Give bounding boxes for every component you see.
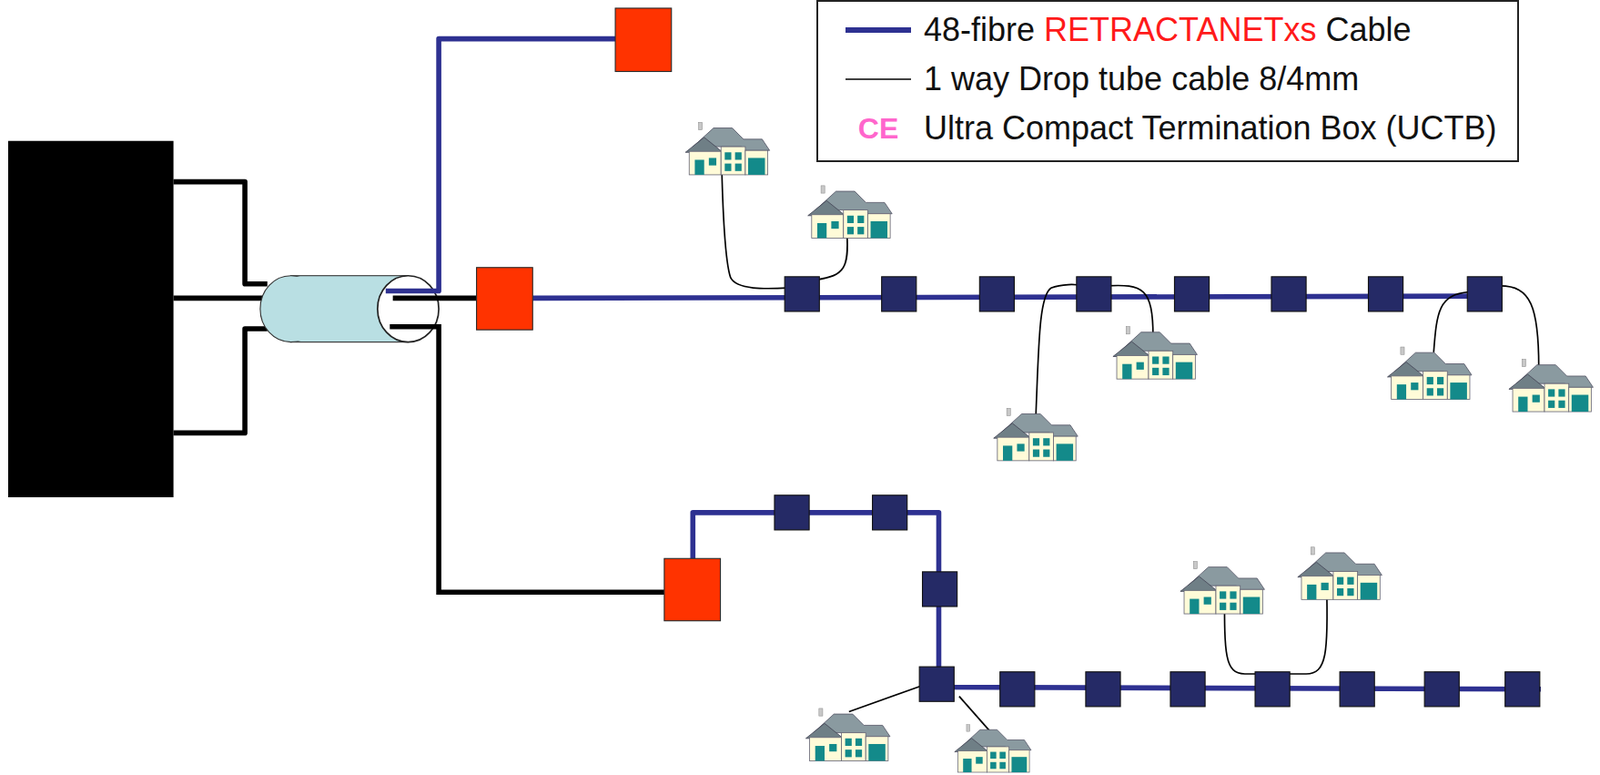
feeder-ducts <box>173 182 268 434</box>
legend-sample <box>832 60 924 98</box>
houses <box>685 121 1593 772</box>
legend-row: 48-fibre RETRACTANETxs Cable <box>832 5 1498 55</box>
legend-text: 48-fibre RETRACTANETxs Cable <box>923 10 1411 50</box>
legend-row: CE Ultra Compact Termination Box (UCTB) <box>832 103 1498 153</box>
legend-line-sample <box>832 11 924 49</box>
legend-text: 1 way Drop tube cable 8/4mm <box>923 60 1359 99</box>
legend-sample <box>832 11 924 49</box>
fibre-cables <box>385 39 1541 689</box>
legend-symbol-label: CE <box>858 111 899 146</box>
legend-line-sample <box>832 60 924 98</box>
legend-row: 1 way Drop tube cable 8/4mm <box>832 54 1498 104</box>
legend-line <box>845 78 912 81</box>
legend-text: Ultra Compact Termination Box (UCTB) <box>923 109 1498 148</box>
joint-closure <box>260 275 439 343</box>
outgoing-ducts <box>389 297 665 592</box>
legend-sample: CE <box>832 110 924 147</box>
chambers <box>476 8 721 621</box>
uctb-boxes <box>774 276 1540 707</box>
drop-tubes <box>721 152 1540 740</box>
legend: 48-fibre RETRACTANETxs Cable 1 way Drop t… <box>816 0 1519 163</box>
legend-line <box>845 27 912 33</box>
cabinet <box>8 141 174 497</box>
